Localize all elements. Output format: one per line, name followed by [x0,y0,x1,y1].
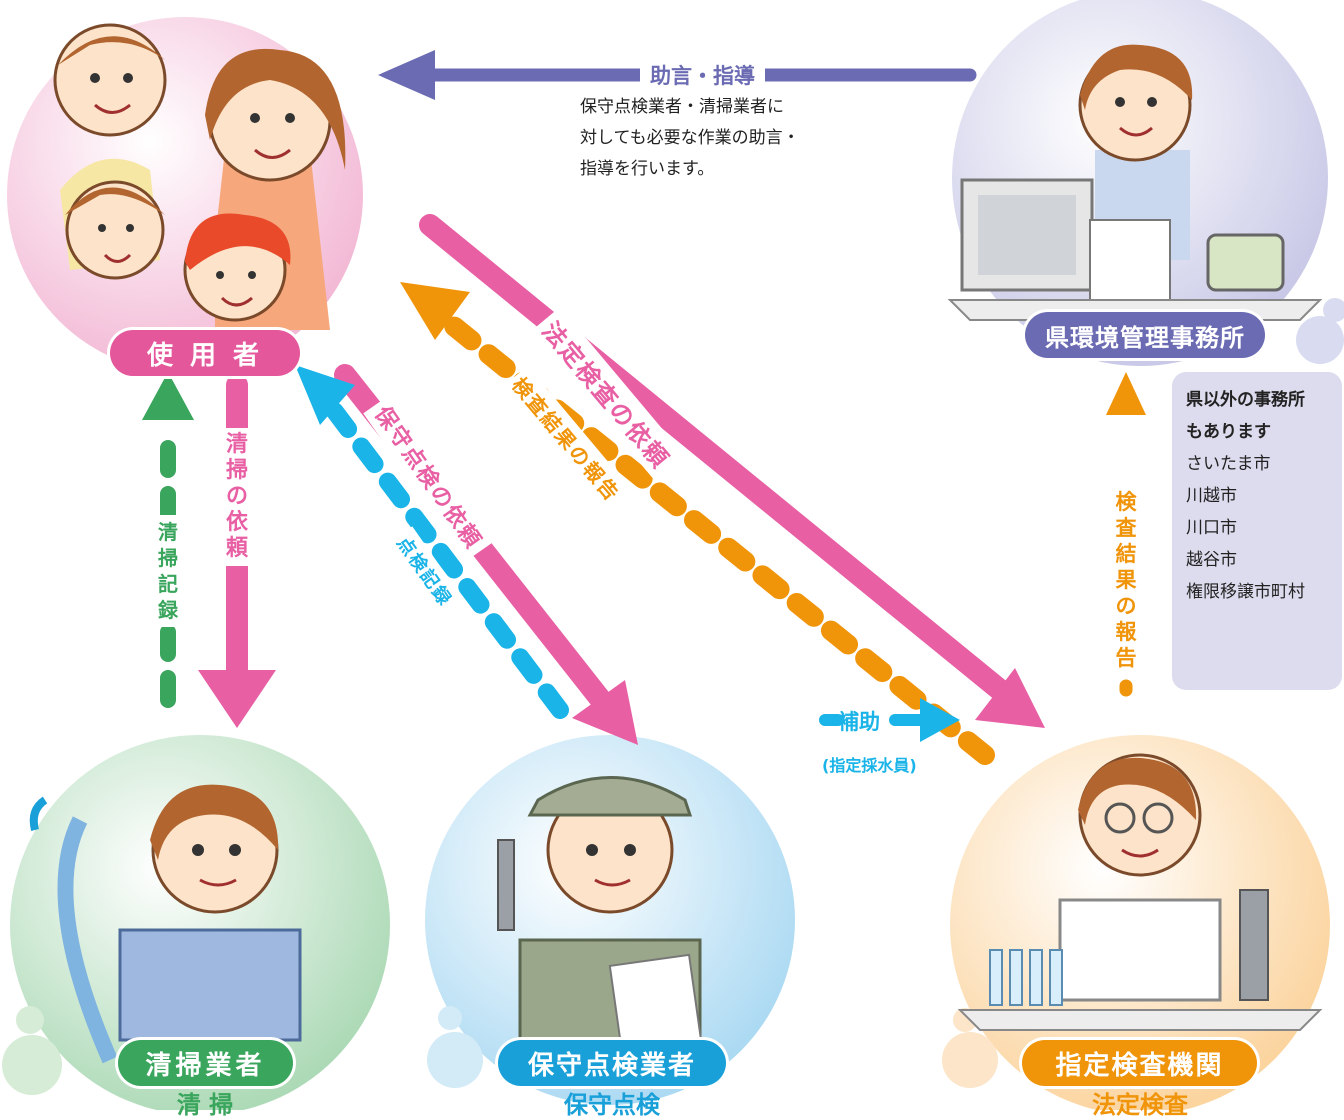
maint-record-arrow [321,396,569,719]
other-offices-heading: 県以外の事務所 [1186,390,1305,410]
maintenance-circle [425,735,795,1105]
advice-label: 助言・指導 [640,60,765,90]
inspection-sub-label: 法定検査 [1092,1091,1188,1119]
clean-request-label: 清掃の依頼 [222,428,252,566]
maintenance-sub-label: 保守点検 [564,1091,660,1119]
scientist-figure [957,753,1323,1031]
city-item: さいたま市 [1186,454,1271,474]
other-offices-text: 県以外の事務所 もあります さいたま市 川越市 川口市 越谷市 権限移譲市町村 [1186,384,1305,608]
city-item: 川越市 [1186,486,1237,506]
city-item: 川口市 [1186,518,1237,538]
office-label: 県環境管理事務所 [1025,312,1265,358]
advice-note-line: 指導を行います。 [580,159,715,179]
assist-label: 補助 [838,710,880,734]
maintenance-label: 保守点検業者 [498,1040,726,1086]
clean-record-label: 清掃記録 [153,515,183,627]
assist-sub-label: (指定採水員) [822,756,917,775]
advice-note: 保守点検業者・清掃業者に 対しても必要な作業の助言・ 指導を行います。 [580,92,800,185]
inspection-label: 指定検査機関 [1022,1040,1257,1086]
cleaner-sub-label: 清 掃 [176,1091,234,1119]
legal-request-arrow [419,214,1011,701]
other-offices-heading: もあります [1186,422,1271,442]
user-label: 使 用 者 [110,330,300,376]
city-item: 権限移譲市町村 [1186,582,1305,602]
office-worker-figure [947,44,1323,321]
city-item: 越谷市 [1186,550,1237,570]
cleaner-figure [29,784,302,1064]
other-offices-box [1172,372,1342,690]
cleaner-label: 清掃業者 [118,1040,293,1086]
advice-note-line: 保守点検業者・清掃業者に [580,97,784,117]
result-to-office-label: 検査結果の報告 [1111,485,1141,675]
family-figure [53,23,346,330]
advice-note-line: 対しても必要な作業の助言・ [580,128,800,148]
